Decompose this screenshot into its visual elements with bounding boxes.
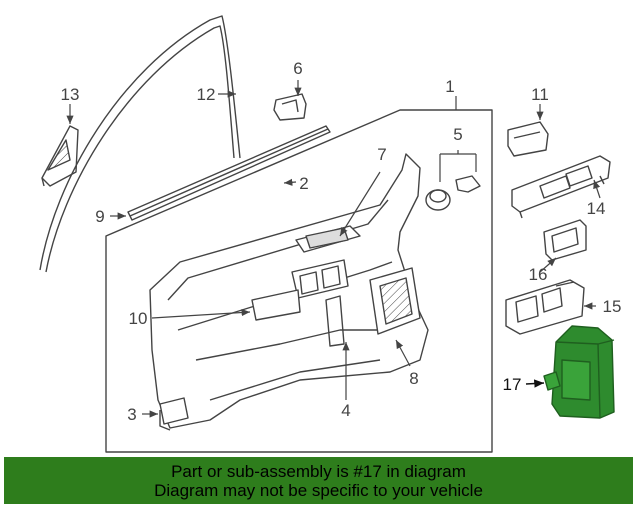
- callout-9: 9: [95, 207, 104, 226]
- part-11-bracket: [507, 121, 549, 157]
- callout-12: 12: [197, 85, 216, 104]
- leader-17: [525, 379, 545, 388]
- part-15-master-switch: [505, 279, 585, 335]
- info-banner: Part or sub-assembly is #17 in diagram D…: [4, 457, 633, 504]
- callout-15: 15: [603, 297, 622, 316]
- callout-17: 17: [503, 375, 522, 394]
- part-1-door-panel: [105, 109, 493, 453]
- part-9-belt-moulding: [127, 125, 331, 221]
- callout-3: 3: [127, 405, 136, 424]
- callout-6: 6: [293, 59, 302, 78]
- callout-5: 5: [453, 125, 462, 144]
- part-17-control-module: [543, 325, 615, 419]
- callout-11: 11: [531, 85, 549, 104]
- callout-1: 1: [445, 77, 454, 96]
- part-6-clip: [273, 93, 307, 121]
- leader-lines: [66, 80, 601, 418]
- part-5-push-clips: [425, 175, 481, 211]
- callout-labels: 1 2 3 4 5 6 7 8 9 10 11 12 13 14 15 16 1…: [61, 59, 622, 424]
- part-16-switch: [543, 219, 587, 261]
- part-3-clip: [159, 397, 189, 431]
- callout-4: 4: [341, 401, 350, 420]
- callout-7: 7: [377, 145, 386, 164]
- callout-14: 14: [587, 199, 606, 218]
- callout-10: 10: [129, 309, 148, 328]
- callout-16: 16: [529, 265, 548, 284]
- part-14-switch-bezel: [511, 155, 611, 219]
- callout-8: 8: [409, 369, 418, 388]
- banner-line-2: Diagram may not be specific to your vehi…: [154, 480, 483, 500]
- callout-2: 2: [299, 174, 308, 193]
- part-13-mirror-trim: [41, 125, 79, 187]
- callout-13: 13: [61, 85, 80, 104]
- banner-line-1: Part or sub-assembly is #17 in diagram: [171, 461, 466, 481]
